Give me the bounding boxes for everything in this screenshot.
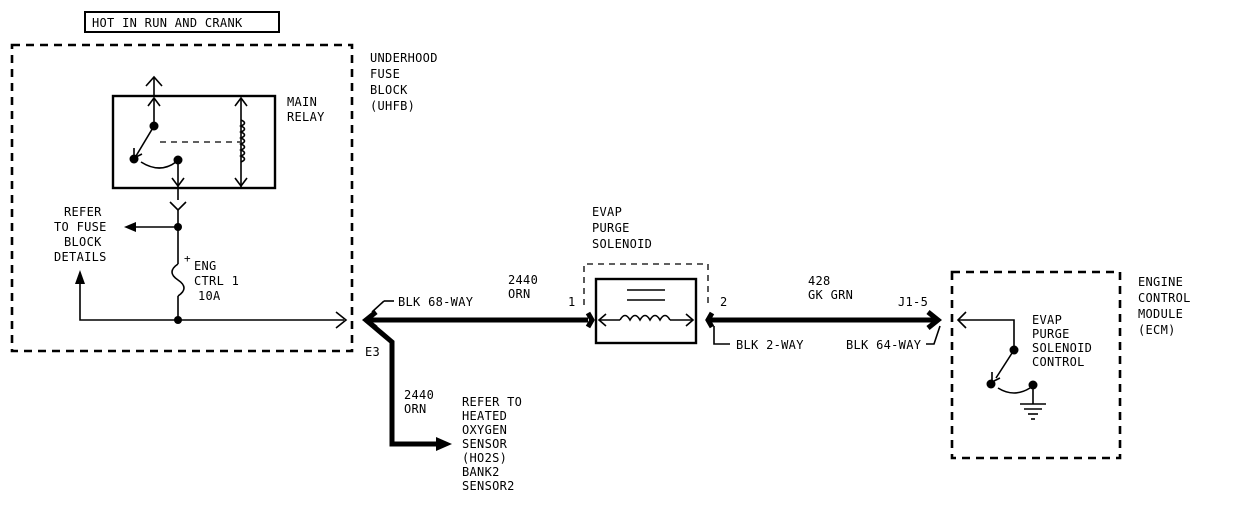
evap-solenoid-component	[583, 263, 715, 345]
refer-fuse-arrow	[124, 222, 178, 232]
ecm-internal-switch	[956, 311, 1038, 404]
wire-2440-main-label: 2440 ORN	[508, 273, 546, 301]
ecm-connector-label: BLK 64-WAY	[846, 338, 922, 352]
ecm-connector-leader	[926, 325, 941, 345]
main-relay-label: MAIN RELAY	[287, 95, 325, 124]
relay-switch	[129, 96, 240, 188]
solenoid-connector-label: BLK 2-WAY	[736, 338, 804, 352]
evap-solenoid-label: EVAP PURGE SOLENOID	[592, 205, 652, 251]
ecm-pin-label: J1-5	[898, 295, 928, 309]
power-input-arrow	[145, 75, 163, 96]
uhfb-output-bus	[75, 270, 348, 329]
ecm-outline	[950, 270, 1122, 460]
refer-ho2s-label: REFER TO HEATED OXYGEN SENSOR (HO2S) BAN…	[462, 395, 530, 493]
e3-connector-label: BLK 68-WAY	[398, 295, 474, 309]
ground-icon	[1020, 403, 1046, 420]
uhfb-outline	[10, 43, 354, 353]
power-label-box	[84, 11, 280, 33]
e3-connector	[361, 300, 588, 451]
main-relay-box	[111, 94, 277, 190]
svg-text:+: +	[184, 252, 191, 265]
e3-pin-label: E3	[365, 345, 380, 359]
relay-coil	[234, 96, 248, 188]
solenoid-connector-leader	[713, 326, 730, 345]
solenoid-pin-1: 1	[568, 295, 576, 309]
power-label: HOT IN RUN AND CRANK	[92, 16, 243, 30]
wire-428-label: 428 GK GRN	[808, 274, 853, 302]
fuse-eng-ctrl: +	[171, 252, 191, 320]
solenoid-pin-2: 2	[720, 295, 728, 309]
ecm-label: ENGINE CONTROL MODULE (ECM)	[1138, 275, 1198, 337]
refer-fuse-label: REFER TO FUSE BLOCK DETAILS	[54, 205, 114, 264]
fuse-label: ENG CTRL 1 10A	[194, 259, 247, 303]
evap-control-label: EVAP PURGE SOLENOID CONTROL	[1032, 313, 1100, 369]
wire-2440-branch-label: 2440 ORN	[404, 388, 442, 416]
uhfb-label: UNDERHOOD FUSE BLOCK (UHFB)	[370, 51, 445, 113]
wire-428	[708, 310, 943, 330]
